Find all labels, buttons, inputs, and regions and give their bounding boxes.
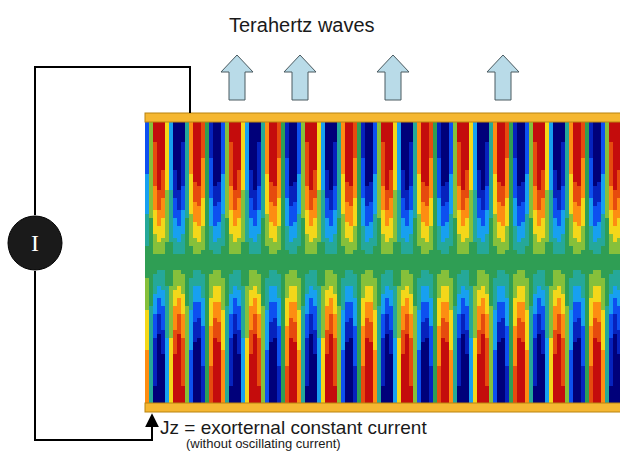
wave-arrow (377, 55, 409, 100)
emission-arrows (221, 55, 519, 100)
top-wire (35, 67, 190, 215)
source-symbol-text: I (31, 231, 39, 255)
wave-arrow (487, 55, 519, 100)
bottom-wire (35, 271, 152, 440)
wave-arrow (284, 55, 316, 100)
current-subnote: (without oscillating current) (186, 437, 341, 452)
field-pattern (145, 122, 620, 407)
bottom-plate (145, 403, 620, 412)
current-source: I (7, 215, 63, 271)
top-plate (145, 113, 620, 122)
current-note: Jz = exorternal constant current (160, 417, 427, 439)
wave-title: Terahertz waves (229, 14, 375, 37)
wave-arrow (221, 55, 253, 100)
